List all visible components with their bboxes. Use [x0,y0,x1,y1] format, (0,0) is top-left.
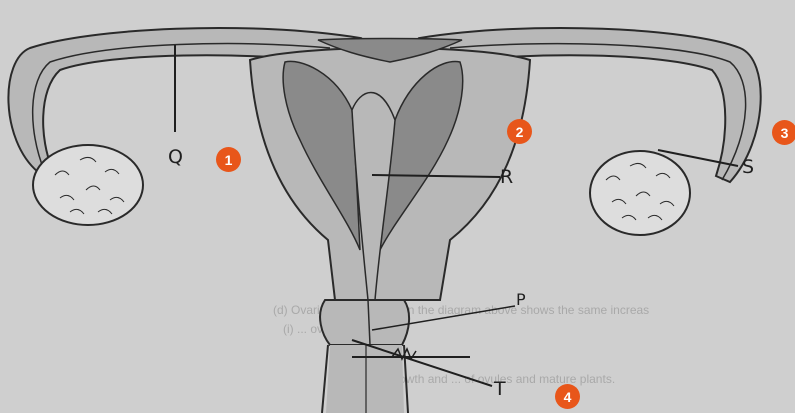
badge-1: 1 [216,147,241,172]
label-s: S [742,156,754,178]
label-r: R [500,166,513,188]
label-p: P [516,290,526,309]
badge-4: 4 [555,384,580,409]
badge-3: 3 [772,120,795,145]
label-q: Q [168,146,183,168]
label-t: T [494,378,506,400]
badge-2: 2 [507,119,532,144]
cervix [320,300,409,345]
